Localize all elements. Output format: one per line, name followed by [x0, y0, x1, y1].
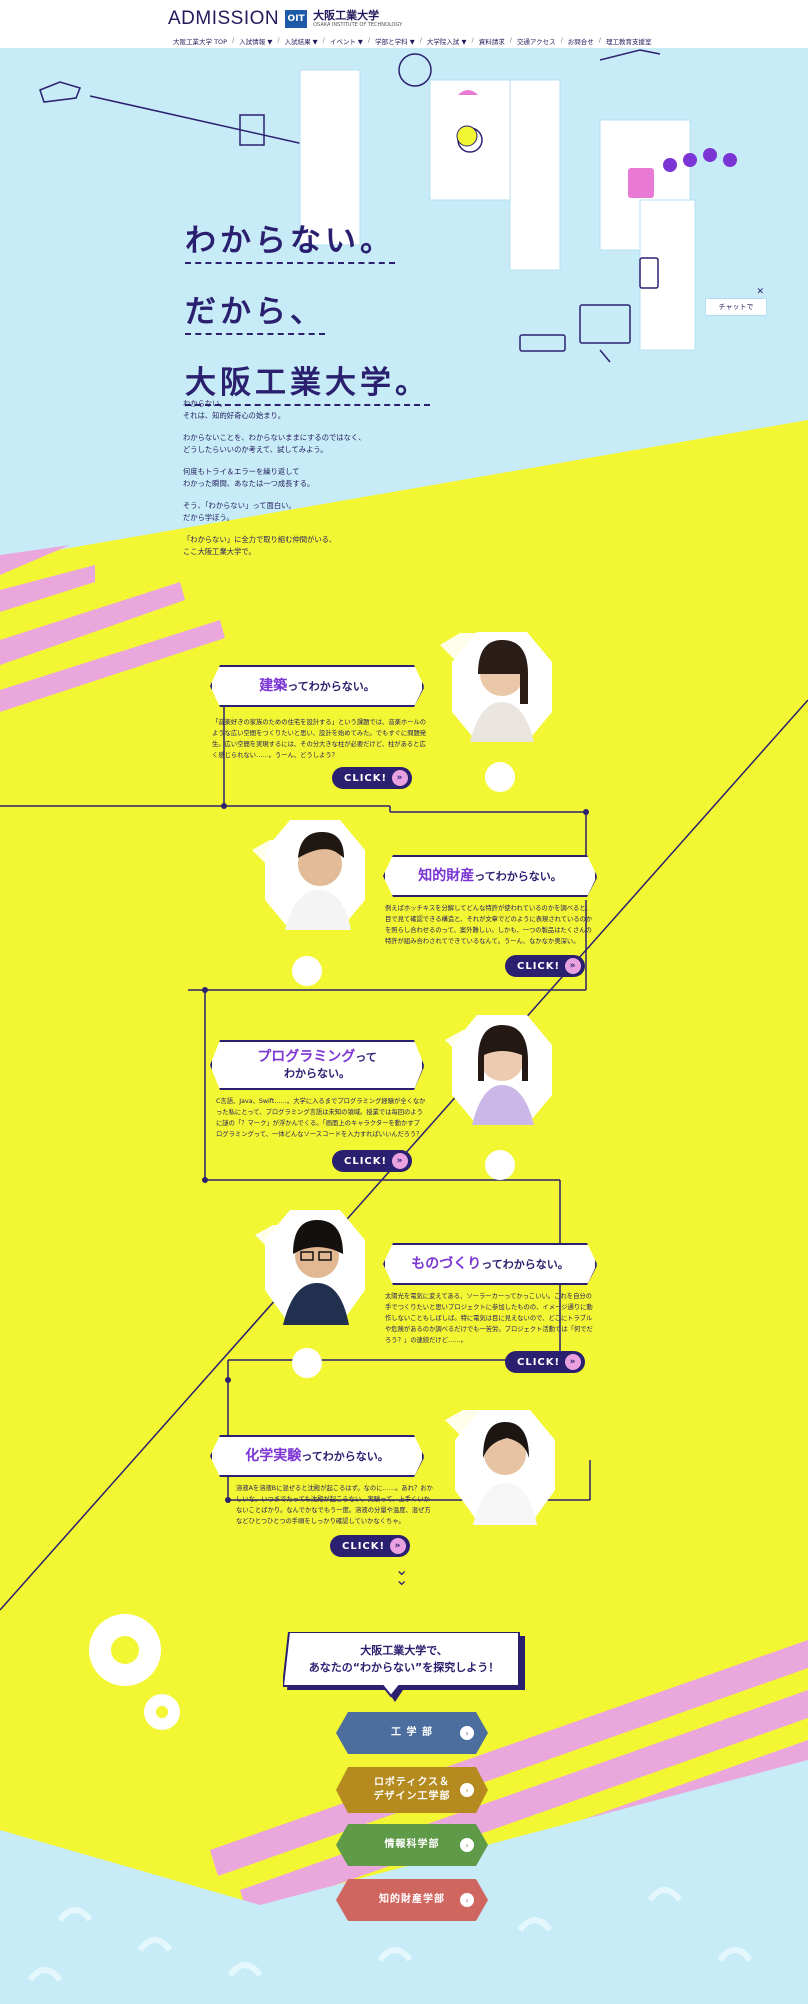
arrow-right-icon: » [565, 1354, 581, 1370]
site-header: ADMISSION OIT 大阪工業大学 OSAKA INSTITUTE OF … [0, 0, 808, 48]
nav-access[interactable]: 交通アクセス [516, 38, 556, 46]
nav-events[interactable]: イベント ▼ [329, 38, 363, 46]
dept-button-ip-faculty[interactable]: 知的財産学部 › [336, 1879, 488, 1921]
arrow-right-icon: » [392, 770, 408, 786]
nav-admission-info[interactable]: 入試情報 ▼ [239, 38, 273, 46]
intro-text: わからない。 それは、知的好奇心の始まり。 わからないことを、わからないままにす… [183, 398, 483, 568]
student-photo-monozukuri [265, 1210, 365, 1325]
nav-contact[interactable]: お問合せ [567, 38, 594, 46]
chevron-right-icon: › [460, 1726, 474, 1740]
dept-button-engineering[interactable]: 工 学 部 › [336, 1712, 488, 1754]
marker-dot [485, 762, 515, 792]
click-button-architecture[interactable]: CLICK!» [332, 767, 412, 789]
hero-line-3: 大阪工業大学。 [185, 357, 430, 406]
chevron-down-icon: ⌄⌄ [395, 1560, 409, 1589]
cta-line-1: 大阪工業大学で、 [360, 1644, 448, 1657]
student-photo-architecture [452, 632, 552, 742]
global-nav: 大阪工業大学 TOP/ 入試情報 ▼/ 入試結果 ▼/ イベント ▼/ 学部と学… [168, 36, 656, 46]
nav-request[interactable]: 資料請求 [478, 38, 505, 46]
chat-tab[interactable]: チャットで ✕ [705, 287, 767, 316]
arrow-right-icon: » [390, 1538, 406, 1554]
student-photo-programming [452, 1015, 552, 1125]
dept-button-robotics-design[interactable]: ロボティクス＆ デザイン工学部 › [336, 1767, 488, 1813]
dept-button-information-science[interactable]: 情報科学部 › [336, 1824, 488, 1866]
click-button-chemistry[interactable]: CLICK!» [330, 1535, 410, 1557]
section-description: 太陽光を電気に変えてある、ソーラーカーってかっこいい。これを自分の手でつくりたい… [385, 1293, 593, 1344]
hero-line-2: だから、 [185, 286, 325, 335]
arrow-right-icon: » [565, 958, 581, 974]
marker-dot [292, 1348, 322, 1378]
intro-paragraph: 何度もトライ＆エラーを繰り返して わかった瞬間、あなたは一つ成長する。 [183, 467, 315, 488]
univ-name-en: OSAKA INSTITUTE OF TECHNOLOGY [313, 22, 403, 28]
hero-line-1: わからない。 [185, 215, 395, 264]
brand-logo[interactable]: ADMISSION OIT 大阪工業大学 OSAKA INSTITUTE OF … [168, 8, 402, 30]
student-photo-ip [265, 820, 365, 930]
section-description: C言語、Java、Swift……。大学に入るまでプログラミング経験が全くなかった… [216, 1098, 426, 1138]
nav-graduate[interactable]: 大学院入試 ▼ [426, 38, 467, 46]
chevron-right-icon: › [460, 1838, 474, 1852]
chevron-right-icon: › [460, 1783, 474, 1797]
click-button-programming[interactable]: CLICK!» [332, 1150, 412, 1172]
intro-paragraph: わからないことを、わからないままにするのではなく、 どうしたらいいのか考えて、試… [183, 433, 366, 454]
chevron-right-icon: › [460, 1893, 474, 1907]
click-button-ip[interactable]: CLICK!» [505, 955, 585, 977]
admission-logo-text: ADMISSION [168, 8, 280, 29]
nav-results[interactable]: 入試結果 ▼ [284, 38, 318, 46]
nav-top[interactable]: 大阪工業大学 TOP [173, 38, 228, 46]
click-button-monozukuri[interactable]: CLICK!» [505, 1351, 585, 1373]
section-description: 溶液Aを溶液Bに混ぜると沈殿が起こるはず。なのに……。あれ？おかしいな。いつまで… [236, 1485, 433, 1525]
cta-line-2: あなたの“わからない”を探究しよう！ [308, 1661, 500, 1674]
section-description: 「音楽好きの家族のための住宅を設計する」という課題では、音楽ホールのような広い空… [212, 719, 427, 759]
intro-paragraph: そう、「わからない」って面白い。 だから学ぼう。 [183, 501, 296, 522]
marker-dot [292, 956, 322, 986]
arrow-right-icon: » [392, 1153, 408, 1169]
nav-support[interactable]: 理工教育支援室 [605, 38, 652, 46]
marker-dot [485, 1150, 515, 1180]
hero-title: わからない。 だから、 大阪工業大学。 [185, 215, 430, 428]
nav-faculties[interactable]: 学部と学科 ▼ [375, 38, 415, 46]
student-photo-chemistry [455, 1410, 555, 1525]
univ-name: 大阪工業大学 [313, 9, 380, 22]
cta-speech-box: 大阪工業大学で、 あなたの“わからない”を探究しよう！ [283, 1632, 525, 1702]
section-description: 例えばホッチキスを分解してどんな特許が使われているのかを調べると、目で見て確認で… [385, 905, 593, 945]
intro-paragraph: わからない。 それは、知的好奇心の始まり。 [183, 399, 286, 420]
intro-paragraph: 「わからない」に全力で取り組む仲間がいる、 ここ大阪工業大学で。 [183, 535, 337, 556]
oit-logo-icon: OIT [285, 10, 308, 28]
close-icon[interactable]: ✕ [756, 287, 764, 297]
